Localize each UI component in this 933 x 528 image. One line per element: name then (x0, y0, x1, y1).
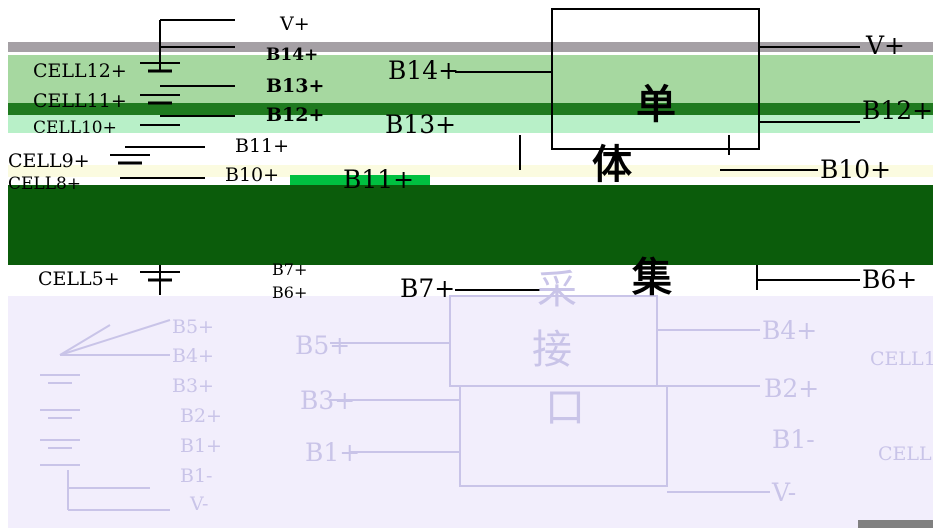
pale-yellow-band (8, 165, 933, 177)
mid-green-band (8, 103, 933, 115)
mint-band (8, 115, 933, 133)
bus-label: V+ (280, 13, 310, 35)
chip-pin-label: B6+ (862, 265, 918, 294)
bus-label: B7+ (272, 260, 308, 279)
chip-pin-label: B14+ (388, 56, 460, 85)
corner-gray-mark (858, 520, 933, 528)
pale-lavender-region (8, 296, 933, 528)
chip-title-char: 接 (532, 327, 572, 373)
cell-label: CELL1 (870, 348, 933, 370)
chip-title-char: 体 (592, 141, 632, 188)
chip-pin-label: B3+ (300, 386, 356, 415)
chip-pin-label: B5+ (295, 331, 351, 360)
chip-pin-label: V- (772, 478, 797, 507)
cell-label: CELL10+ (33, 118, 117, 138)
bus-label: V- (190, 493, 209, 515)
cell-label: CELL9+ (8, 150, 90, 172)
cell-label: CELL11+ (33, 90, 127, 112)
bus-label: B4+ (172, 345, 214, 367)
gray-band (8, 42, 933, 52)
bus-label: B11+ (235, 135, 290, 157)
bus-label: B14+ (266, 45, 319, 65)
cell-label: CELL12+ (33, 60, 127, 82)
dark-green-band (8, 185, 933, 265)
cell-label: CELL5+ (38, 268, 120, 290)
bus-label: B12+ (266, 104, 325, 126)
chip-title-char: 口 (545, 385, 585, 431)
chip-pin-label: B1- (772, 425, 815, 454)
bus-label: B2+ (180, 405, 222, 427)
bus-label: B1- (180, 465, 213, 487)
bus-label: B3+ (172, 375, 214, 397)
chip-title-char: 单 (636, 81, 676, 128)
chip-pin-label: V+ (866, 31, 906, 60)
chip-pin-label: B12+ (862, 96, 933, 125)
bus-label: B5+ (172, 316, 214, 338)
cell-label: CELL (878, 443, 932, 465)
chip-pin-label: B13+ (385, 110, 457, 139)
chip-pin-label: B11+ (343, 165, 415, 194)
cell-label: CELL8+ (8, 174, 82, 194)
bus-label: B1+ (180, 435, 222, 457)
chip-pin-label: B2+ (764, 374, 820, 403)
bus-label: B6+ (272, 283, 308, 302)
chip-title-char: 采 (537, 267, 577, 313)
bright-green-strip (290, 175, 430, 185)
chip-pin-label: B4+ (762, 316, 818, 345)
chip-pin-label: B7+ (400, 274, 456, 303)
chip-pin-label: B10+ (820, 155, 892, 184)
chip-pin-label: B1+ (305, 438, 361, 467)
bus-label: B13+ (266, 75, 325, 97)
bus-label: B10+ (225, 164, 280, 186)
chip-title-char: 集 (632, 254, 672, 301)
